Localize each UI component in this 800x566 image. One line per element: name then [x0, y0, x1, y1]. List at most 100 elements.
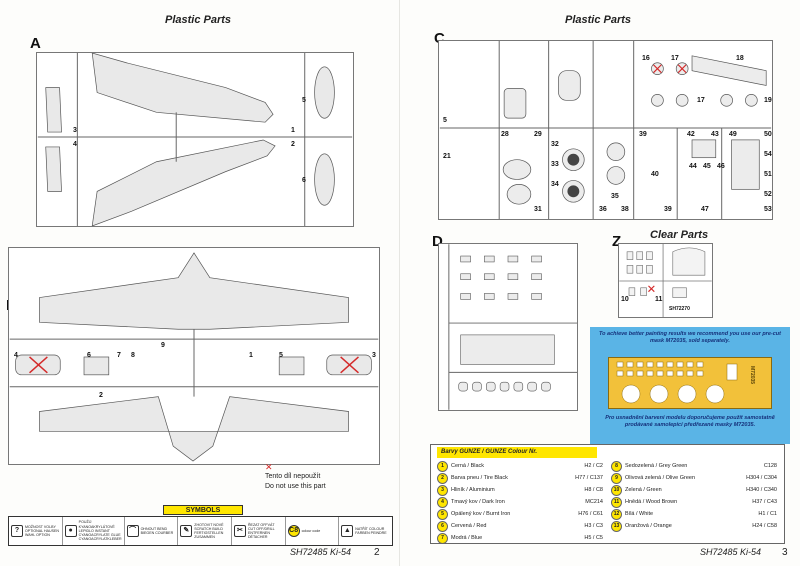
part-number: 6	[302, 177, 306, 184]
bend-icon: ⌒	[126, 525, 139, 537]
part-number: 29	[534, 131, 542, 138]
part-number: 4	[14, 352, 18, 359]
part-number: 3	[73, 127, 77, 134]
paint-swatch-icon: 1	[437, 460, 448, 472]
paint-swatch-icon: 9	[611, 472, 622, 484]
part-number: 2	[99, 392, 103, 399]
part-number: 2	[291, 141, 295, 148]
part-number: 54	[764, 151, 772, 158]
footer-code: SH72485 Ki-54	[290, 547, 352, 557]
part-number: 38	[621, 206, 629, 213]
part-number: 10	[621, 296, 629, 303]
sprue-z-frame: 10 11 SH72270	[618, 243, 713, 318]
part-number: 5	[302, 97, 306, 104]
sprue-c-drawing	[439, 41, 772, 219]
part-number: 16	[642, 55, 650, 62]
part-number: 3	[372, 352, 376, 359]
part-number: 18	[736, 55, 744, 62]
part-number: 47	[701, 206, 709, 213]
symbol-glue: ● POUŽIJ KYANOAKRYLÁTOVÉ LEPIDLO INSTANT…	[63, 517, 125, 545]
not-use-english: Do not use this part	[265, 483, 326, 490]
sprue-z-drawing	[619, 244, 712, 317]
not-use-note: ✕ Tento díl nepoužít Do not use this par…	[265, 462, 326, 492]
part-number: 51	[764, 171, 772, 178]
mask-advertisement: To achieve better painting results we re…	[590, 327, 790, 444]
sprue-a-drawing	[37, 53, 353, 226]
part-number: 17	[697, 97, 705, 104]
cut-off-icon: ✂	[233, 525, 246, 537]
part-number: 11	[655, 296, 663, 303]
sprue-z-letter: Z	[612, 233, 622, 250]
symbols-row: ? MOŽNOST VOLBY OPTIONAL HAUSEN WAHL OPT…	[8, 516, 393, 546]
symbols-legend: SYMBOLS ? MOŽNOST VOLBY OPTIONAL HAUSEN …	[8, 505, 393, 547]
glue-icon: ●	[64, 525, 77, 537]
part-number: 42	[687, 131, 695, 138]
mask-ad-czech: Pro usnadnění barvení modelu doporučujem…	[605, 415, 775, 428]
option-icon: ?	[11, 525, 23, 537]
paint-swatch-icon: 11	[611, 496, 622, 508]
paint-swatch-icon: 7	[437, 532, 448, 544]
paint-swatch-icon: 6	[437, 520, 448, 532]
part-number: 36	[599, 206, 607, 213]
sprue-c-frame: 16 17 18 17 19 5 21 28 29 31 32 33 34 35…	[438, 40, 773, 220]
part-number: 33	[551, 161, 559, 168]
symbol-option: ? MOŽNOST VOLBY OPTIONAL HAUSEN WAHL OPT…	[9, 517, 63, 545]
clear-parts-title: Clear Parts	[650, 229, 709, 241]
not-use-czech: Tento díl nepoužít	[265, 473, 321, 480]
part-number: 40	[651, 171, 659, 178]
left-page: Plastic Parts A 3 4 1 2 5 6 B	[6, 14, 393, 558]
mask-ad-english: To achieve better painting results we re…	[599, 331, 781, 344]
colour-code-icon: C8	[287, 525, 300, 537]
part-number: 28	[501, 131, 509, 138]
part-number: 6	[87, 352, 91, 359]
part-number: 49	[729, 131, 737, 138]
symbol-colour-code: C8 colour code	[286, 517, 340, 545]
sprue-b-drawing	[9, 252, 379, 462]
part-number: 31	[534, 206, 542, 213]
sprue-c-letter: C	[434, 30, 445, 47]
paint-swatch-icon: 10	[611, 484, 622, 496]
part-number: 39	[664, 206, 672, 213]
part-number: 32	[551, 141, 559, 148]
sprue-code: SH72270	[669, 306, 690, 312]
cross-icon: ✕	[265, 462, 273, 472]
part-number: 21	[443, 153, 451, 160]
part-number: 50	[764, 131, 772, 138]
part-number: 34	[551, 181, 559, 188]
symbol-cut-off: ✂ ŘEZAT OFFVÁT CUT OFF/DRILL ENTFERNEN D…	[232, 517, 286, 545]
part-number: 52	[764, 191, 772, 198]
part-number: 43	[711, 131, 719, 138]
part-number: 1	[249, 352, 253, 359]
sprue-b-frame: 4 3 6 5 7 8 9 1 2	[8, 247, 380, 465]
page-title: Plastic Parts	[165, 14, 232, 26]
symbol-bend: ⌒ OHNOUT BEND BIEGEN COURBER	[125, 517, 179, 545]
paint-swatch-icon: 4	[437, 496, 448, 508]
part-number: 9	[161, 342, 165, 349]
symbol-paint: ▲ NATŘÍT COLOUR FARBEN PEINDRE	[339, 517, 392, 545]
paint-swatch-icon: 5	[437, 508, 448, 520]
mask-sheet: M72035	[608, 357, 772, 409]
sprue-d-frame	[438, 243, 578, 411]
paint-swatch-icon: 3	[437, 484, 448, 496]
sprue-a-frame: 3 4 1 2 5 6	[36, 52, 354, 227]
part-number: 53	[764, 206, 772, 213]
sprue-a-letter: A	[30, 35, 41, 52]
part-number: 1	[291, 127, 295, 134]
symbol-scratch-build: ✎ ZHOTOVIT NOVÉ SCRATCH BUILD FERTIGSTEL…	[178, 517, 232, 545]
part-number: 39	[639, 131, 647, 138]
part-number: 5	[443, 117, 447, 124]
right-page: Plastic Parts C	[400, 0, 800, 566]
